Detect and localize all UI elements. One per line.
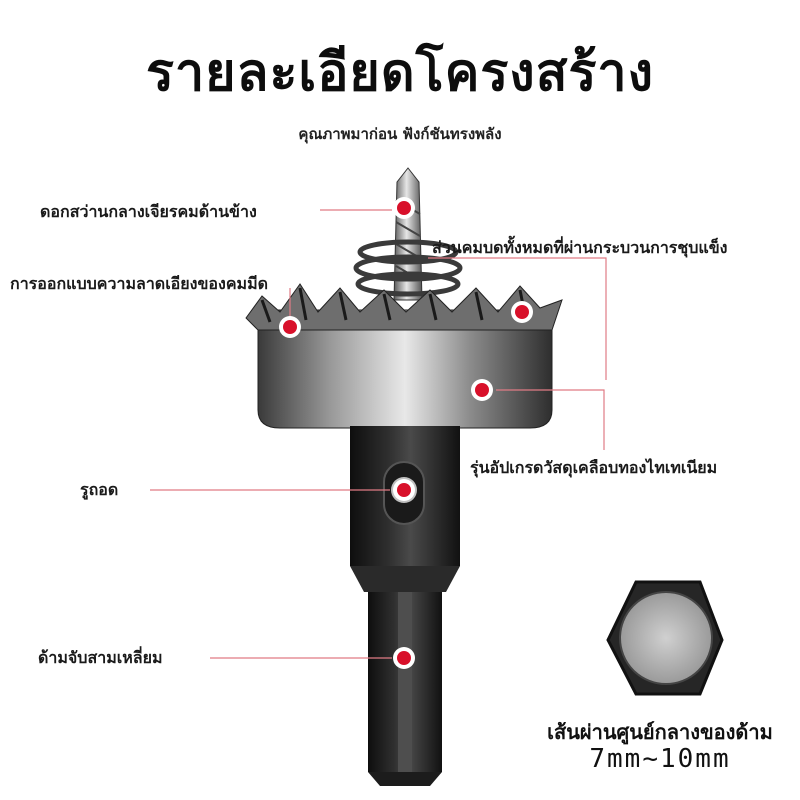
marker-triangle-shank bbox=[393, 647, 415, 669]
callout-lines bbox=[150, 209, 607, 659]
triangle-shank bbox=[368, 592, 442, 786]
marker-quench bbox=[511, 301, 533, 323]
shank-diameter-value: 7mm~10mm bbox=[589, 744, 731, 774]
shank-cross-section bbox=[606, 580, 724, 696]
label-center-drill: ดอกสว่านกลางเจียรคมด้านข้าง bbox=[40, 202, 257, 221]
marker-coating bbox=[471, 379, 493, 401]
marker-blade bbox=[279, 316, 301, 338]
label-plug-hole: รูถอด bbox=[80, 480, 119, 499]
label-quench: ส่วนคมบดทั้งหมดที่ผ่านกระบวนการชุบแข็ง bbox=[432, 238, 728, 257]
page-title: รายละเอียดโครงสร้าง bbox=[146, 43, 654, 103]
spring bbox=[353, 239, 463, 297]
shank-diameter-label: เส้นผ่านศูนย์กลางของด้าม bbox=[547, 720, 773, 744]
label-blade-design: การออกแบบความลาดเอียงของคมมีด bbox=[10, 274, 269, 293]
marker-center-drill bbox=[393, 197, 415, 219]
label-triangle-shank: ด้ามจับสามเหลี่ยม bbox=[38, 648, 163, 667]
label-coating: รุ่นอัปเกรดวัสดุเคลือบทองไทเทเนียม bbox=[470, 458, 718, 477]
marker-plug-hole bbox=[393, 479, 415, 501]
page-subtitle: คุณภาพมาก่อน ฟังก์ชันทรงพลัง bbox=[298, 125, 502, 143]
